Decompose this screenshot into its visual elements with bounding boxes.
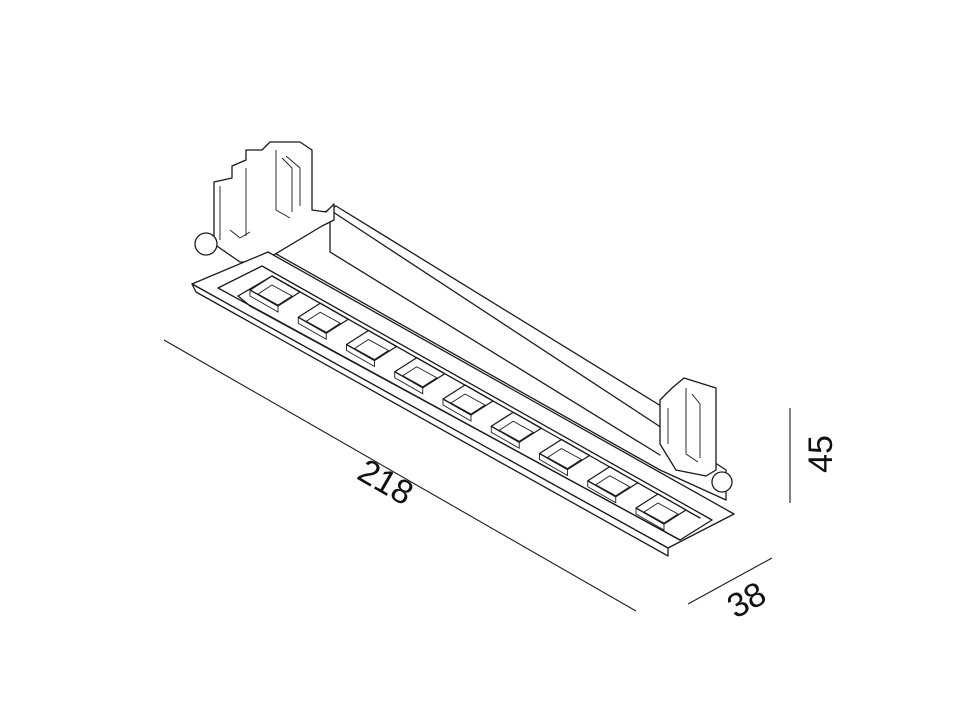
led-module [490, 411, 542, 450]
dimension-width: 38 [687, 557, 772, 626]
led-module-edge [587, 480, 617, 504]
dimension-height: 45 [789, 408, 840, 503]
led-module-lens [257, 284, 293, 306]
led-module-lens [305, 311, 342, 333]
led-module-edge [635, 508, 665, 531]
led-module-lens [353, 338, 390, 361]
led-module-lens [450, 393, 486, 415]
led-module [635, 493, 687, 531]
led-module [538, 438, 591, 477]
led-module-edge [490, 426, 520, 450]
led-module-edge [394, 371, 424, 395]
led-module-edge [539, 453, 568, 477]
led-module [297, 302, 349, 341]
led-module [345, 329, 398, 368]
right-mounting-clip [659, 377, 733, 493]
led-module [587, 466, 639, 504]
led-module-row [249, 275, 687, 531]
dimension-height-label: 45 [802, 435, 840, 473]
led-module-lens [401, 366, 438, 388]
led-module [249, 275, 301, 313]
led-module-lens [594, 475, 631, 497]
led-module-edge [297, 317, 327, 341]
led-module-lens [546, 447, 583, 470]
led-module-lens [498, 420, 535, 442]
led-module-lens [643, 502, 679, 524]
dimension-length-label: 218 [351, 452, 419, 513]
left-mounting-clip [194, 141, 335, 263]
led-module-edge [249, 290, 279, 313]
led-module [442, 384, 494, 422]
led-module [394, 357, 446, 395]
led-module-edge [346, 344, 375, 368]
led-module-edge [442, 399, 472, 422]
